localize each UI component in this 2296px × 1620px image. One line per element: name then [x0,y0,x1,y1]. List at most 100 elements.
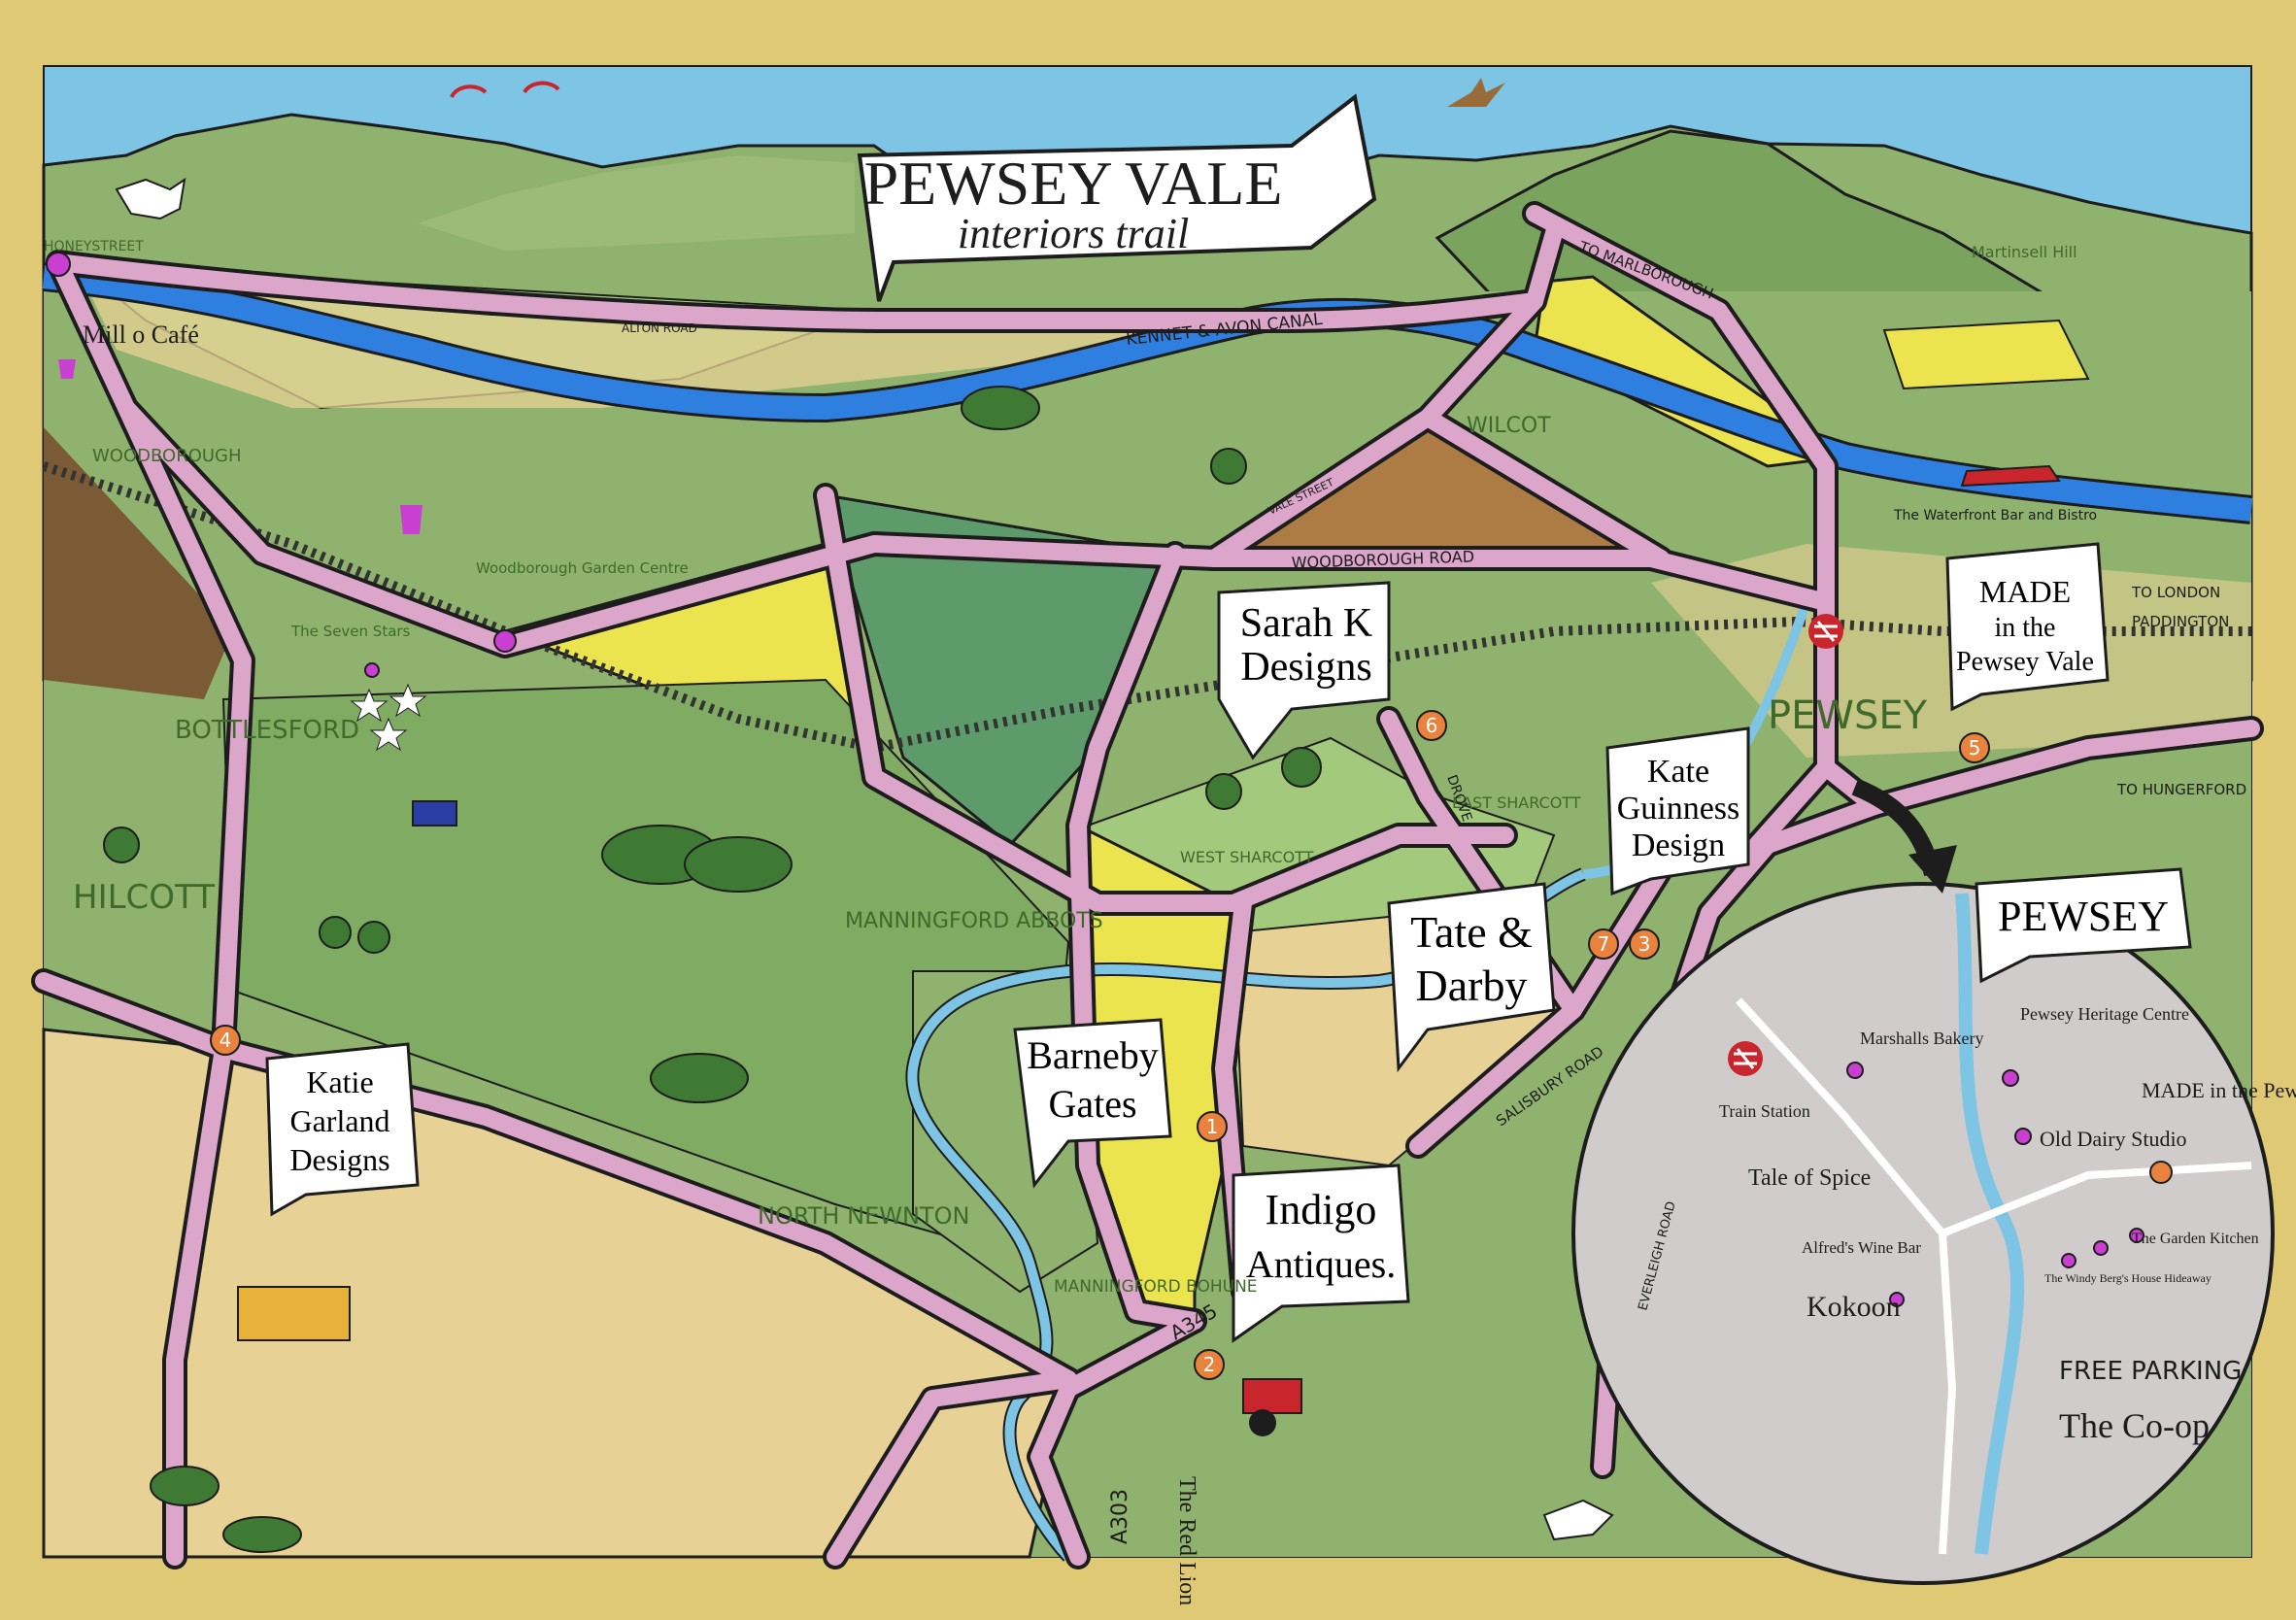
label-north-newnton: NORTH NEWNTON [758,1202,969,1230]
label-mill-cafe: Mill o Café [83,321,199,349]
banner-tate-darby[interactable]: Tate & Darby [1387,882,1556,1073]
marker-1-label: 1 [1206,1115,1219,1138]
banner-made[interactable]: MADE in the Pewsey Vale [1945,542,2110,712]
label-woodborough-garden: Woodborough Garden Centre [476,559,689,577]
rail-symbol-east [1808,614,1843,649]
marker-marshalls[interactable] [1846,1062,1864,1079]
label-alton-road: ALTON ROAD [622,321,697,335]
banner-sarah-k-line2: Designs [1240,645,1371,690]
marker-woodborough-junction[interactable] [493,629,517,653]
banner-tate-darby-line1: Tate & [1410,907,1533,957]
cafe-bag-icon [58,359,76,379]
pink-markers [46,252,2144,1307]
banner-tate-darby-line2: Darby [1416,961,1528,1010]
white-horse-south-icon [1542,1499,1614,1541]
marker-7[interactable] [1588,928,1619,960]
banner-pewsey-inset-text: PEWSEY [1998,893,2169,940]
marker-old-dairy[interactable] [2014,1128,2032,1145]
marker-kokoon[interactable] [1889,1292,1905,1307]
label-a303: A303 [1108,1489,1132,1544]
label-honeystreet: HONEYSTREET [44,239,144,254]
label-martinsell: Martinsell Hill [1972,243,2077,261]
inset-kokoon: Kokoon [1806,1291,1901,1323]
label-bottlesford: BOTTLESFORD [175,716,359,745]
label-woodborough: WOODBOROUGH [92,446,242,466]
banner-barneby-line1: Barneby [1027,1033,1159,1077]
banner-katie-garland[interactable]: Katie Garland Designs [265,1042,420,1217]
marker-bergs[interactable] [2093,1240,2109,1256]
marker-seven-stars[interactable] [364,662,380,678]
banner-pewsey-inset: PEWSEY [1975,867,2192,984]
marker-2-label: 2 [1203,1353,1216,1376]
marker-5[interactable] [1959,732,1990,763]
marker-6[interactable] [1416,710,1447,741]
inset-train-station: Train Station [1719,1101,1810,1121]
stars-icon [350,683,427,752]
label-east-sharcott: EAST SHARCOTT [1452,793,1581,812]
tractor-icon [1242,1378,1302,1414]
inset-arrow-head [1908,845,1957,894]
banner-kate-guinness-line1: Kate [1647,754,1709,790]
bird-icon [1447,78,1505,107]
marker-5-label: 5 [1969,736,1981,759]
marker-1[interactable] [1197,1111,1228,1142]
decorations [58,78,2061,1541]
title-line2: interiors trail [958,210,1189,257]
inset-heritage: Pewsey Heritage Centre [2020,1004,2189,1024]
narrowboat-icon [1960,464,2061,488]
marker-heritage[interactable] [2002,1069,2019,1087]
banner-made-line1: MADE [1979,574,2071,609]
marker-2[interactable] [1194,1349,1225,1380]
marker-6-label: 6 [1426,714,1438,737]
label-hilcott: HILCOTT [73,878,215,917]
marker-3-label: 3 [1638,932,1651,956]
marker-7-label: 7 [1598,932,1610,956]
marker-3[interactable] [1629,928,1660,960]
label-west-sharcott: WEST SHARCOTT [1180,848,1314,866]
hill-stripes [418,155,855,251]
banner-sarah-k-line1: Sarah K [1240,601,1372,646]
inset-marshalls: Marshalls Bakery [1860,1029,1983,1048]
inset-free-parking: FREE PARKING [2059,1357,2242,1386]
label-pewsey: PEWSEY [1768,693,1928,738]
place-labels: HONEYSTREET Mill o Café WOODBOROUGH Wood… [44,239,2097,1605]
marker-made-inset[interactable] [2149,1161,2173,1184]
tree-clusters [103,386,1322,1553]
marker-4[interactable] [210,1025,241,1056]
inset-alfreds: Alfred's Wine Bar [1802,1238,1921,1257]
banner-kate-guinness[interactable]: Kate Guinness Design [1605,726,1750,896]
banner-katie-garland-line2: Garland [289,1103,389,1138]
title-line1: PEWSEY VALE [864,149,1283,218]
label-waterfront: The Waterfront Bar and Bistro [1893,508,2097,523]
paraglider-icon-2 [523,81,560,94]
white-horse-icon [115,177,186,220]
label-manningford-abbots: MANNINGFORD ABBOTS [845,909,1103,933]
banner-katie-garland-line3: Designs [289,1142,389,1177]
marker-4-label: 4 [219,1029,232,1052]
banner-sarah-k[interactable]: Sarah K Designs [1217,581,1391,760]
banner-indigo[interactable]: Indigo Antiques. [1232,1164,1410,1343]
paraglider-icon [450,84,488,98]
marker-bergs-2[interactable] [2061,1253,2077,1268]
label-to-london: TO LONDON [2131,584,2220,601]
label-to-hungerford: TO HUNGERFORD [2116,781,2246,798]
marker-garden-kitchen[interactable] [2129,1228,2144,1243]
banner-made-line2: in the [1995,613,2056,643]
tractor-wheel-icon [1249,1409,1276,1436]
pewsey-inset-labels: Train Station Marshalls Bakery Pewsey He… [1719,1004,2296,1445]
haystack-barn-icon [237,1286,351,1341]
inset-made: MADE in the Pewsey Vale [2142,1078,2296,1102]
banner-barneby-line2: Gates [1048,1082,1136,1126]
field-yellow-east [1882,319,2090,390]
banner-indigo-line2: Antiques. [1246,1242,1396,1286]
label-seven-stars: The Seven Stars [290,623,411,640]
banner-kate-guinness-line2: Guinness [1617,791,1740,827]
label-paddington: PADDINGTON [2132,613,2229,630]
inset-tale-of-spice: Tale of Spice [1748,1165,1871,1191]
marker-honeystreet[interactable] [46,252,71,277]
blue-tractor-icon [412,800,457,827]
inset-old-dairy: Old Dairy Studio [2040,1127,2187,1151]
banner-made-line3: Pewsey Vale [1956,647,2094,677]
pewsey-inset-street-east [1941,1162,2252,1237]
banner-barneby[interactable]: Barneby Gates [1013,1018,1172,1189]
